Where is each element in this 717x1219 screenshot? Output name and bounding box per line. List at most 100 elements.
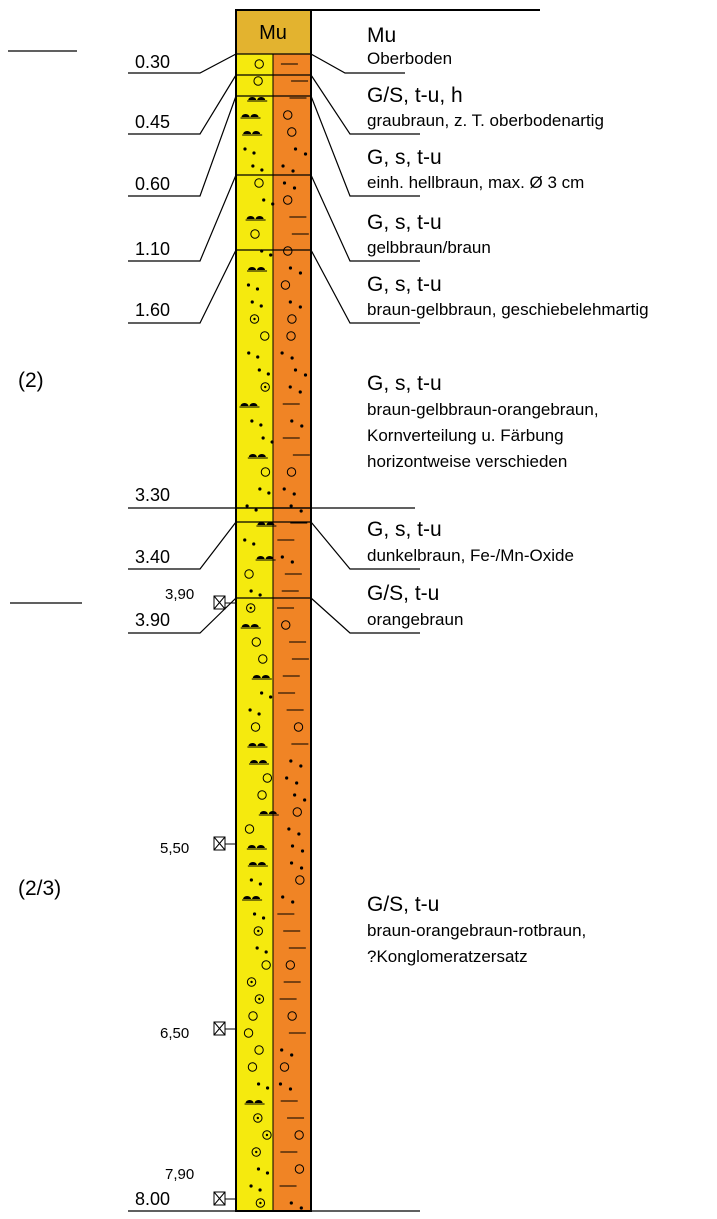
gravel-dot-symbol xyxy=(299,866,304,870)
pebble-core-symbol xyxy=(256,1116,260,1120)
clay-lens-symbol xyxy=(249,760,267,763)
gravel-dot-symbol xyxy=(265,1086,270,1090)
description-connectors xyxy=(310,53,420,634)
gravel-dot-symbol xyxy=(266,372,270,376)
sample-box-cross xyxy=(213,1021,226,1036)
clay-lens-symbol xyxy=(257,522,275,525)
sample-depth-label: 7,90 xyxy=(165,1166,194,1183)
depth-label: 3.40 xyxy=(135,547,170,567)
pebble-circle-symbol xyxy=(248,1011,258,1021)
gravel-dot-symbol xyxy=(257,368,261,372)
strat-unit-label: (2/3) xyxy=(18,877,61,900)
clay-lens-symbol xyxy=(252,675,270,678)
gravel-dot-symbol xyxy=(288,266,293,270)
pebble-circle-symbol xyxy=(253,926,263,936)
layer-code: G, s, t-u xyxy=(367,372,442,395)
pebble-circle-symbol xyxy=(254,994,265,1004)
pebble-circle-symbol xyxy=(246,977,257,987)
sample-box-cross xyxy=(213,836,226,851)
gravel-dot-symbol xyxy=(254,508,258,512)
depth-label: 1.60 xyxy=(135,300,170,320)
gravel-dot-symbol xyxy=(267,491,271,495)
depth-label: 8.00 xyxy=(135,1189,170,1209)
pebble-circle-symbol xyxy=(244,569,254,579)
pebble-circle-symbol xyxy=(280,280,291,290)
pebble-circle-symbol xyxy=(253,76,263,86)
gravel-dot-symbol xyxy=(256,1082,261,1086)
gravel-dot-symbol xyxy=(299,509,303,513)
clay-lens-symbol xyxy=(245,1100,263,1103)
depth-label: 0.45 xyxy=(135,112,170,132)
pebble-core-symbol xyxy=(259,1201,262,1205)
gravel-dot-symbol xyxy=(281,895,285,899)
gravel-dot-symbol xyxy=(288,300,292,304)
sample-box-cross xyxy=(213,595,226,610)
sample-markers: 3,90 5,50 6,50 7,90 xyxy=(160,586,236,1206)
pebble-circle-symbol xyxy=(254,1045,264,1055)
clay-lens-symbol xyxy=(248,862,266,865)
gravel-dot-symbol xyxy=(256,1167,261,1171)
layer-code: G/S, t-u xyxy=(367,582,439,605)
pebble-circle-symbol xyxy=(295,875,305,885)
pebble-circle-symbol xyxy=(286,467,297,477)
gravel-dot-symbol xyxy=(249,589,253,593)
pebble-circle-symbol xyxy=(253,1113,263,1123)
gravel-dot-symbol xyxy=(258,882,262,886)
gravel-dot-symbol xyxy=(292,186,297,190)
clay-lens-symbol xyxy=(246,215,264,219)
gravel-dot-symbol xyxy=(252,542,256,546)
pebble-circle-symbol xyxy=(244,824,255,834)
gravel-dot-symbol xyxy=(299,764,303,768)
layer-description-line: dunkelbraun, Fe-/Mn-Oxide xyxy=(367,546,574,565)
pebble-circle-symbol xyxy=(251,637,261,647)
gravel-dot-symbol xyxy=(250,300,254,304)
pebble-core-symbol xyxy=(264,385,267,389)
layer-description-line: einh. hellbraun, max. Ø 3 cm xyxy=(367,173,584,192)
gravel-dot-symbol xyxy=(246,283,251,287)
pebble-core-symbol xyxy=(253,317,256,321)
depth-labels: 0.30 0.45 0.60 1.10 1.60 3.30 3.40 3.90 … xyxy=(135,52,170,1209)
layer-description-line: horizontweise verschieden xyxy=(367,452,567,471)
pebble-circle-symbol xyxy=(287,127,297,137)
gravel-dot-symbol xyxy=(289,759,293,763)
layer-code: G, s, t-u xyxy=(367,211,442,234)
pebble-circle-symbol xyxy=(294,1164,305,1174)
pebble-circle-symbol xyxy=(250,722,261,732)
sample-depth-label: 6,50 xyxy=(160,1025,189,1042)
layer-description-line: braun-gelbbraun-orangebraun, xyxy=(367,400,599,419)
gravel-dot-symbol xyxy=(282,487,286,491)
pebble-circle-symbol xyxy=(255,1198,266,1208)
gravel-dot-symbol xyxy=(280,1048,284,1052)
layer-description-line: gelbbraun/braun xyxy=(367,238,491,257)
gravel-dot-symbol xyxy=(258,1188,262,1192)
clay-lens-symbol xyxy=(256,556,274,559)
gravel-dot-symbol xyxy=(288,385,292,389)
layer-description-line: orangebraun xyxy=(367,610,463,629)
gravel-dot-symbol xyxy=(252,151,256,155)
pebble-circle-symbol xyxy=(261,960,271,970)
pebble-circle-symbol xyxy=(279,1062,290,1072)
gravel-dot-symbol xyxy=(269,695,273,699)
gravel-dot-symbol xyxy=(282,181,287,185)
depth-label: 0.60 xyxy=(135,174,170,194)
pebble-circle-symbol xyxy=(243,1028,254,1038)
layer-description-line: ?Konglomeratzersatz xyxy=(367,947,528,966)
depth-label: 3.90 xyxy=(135,610,170,630)
pebble-circle-symbol xyxy=(262,1130,272,1140)
clay-lens-symbol xyxy=(247,845,265,848)
gravel-dot-symbol xyxy=(290,356,294,360)
gravel-dot-symbol xyxy=(298,305,302,309)
pebble-circle-symbol xyxy=(260,467,271,477)
gravel-dot-symbol xyxy=(293,147,298,151)
depth-label: 0.30 xyxy=(135,52,170,72)
pebble-circle-symbol xyxy=(257,790,267,800)
gravel-dot-symbol xyxy=(260,691,264,695)
gravel-dot-symbol xyxy=(298,390,302,394)
depth-connectors xyxy=(128,53,420,1212)
gravel-dot-symbol xyxy=(297,832,301,836)
sample-depth-label: 5,50 xyxy=(160,840,189,857)
clay-lens-symbol xyxy=(241,624,259,627)
gravel-dot-symbol xyxy=(260,168,264,172)
gravel-dot-symbol xyxy=(289,861,294,865)
